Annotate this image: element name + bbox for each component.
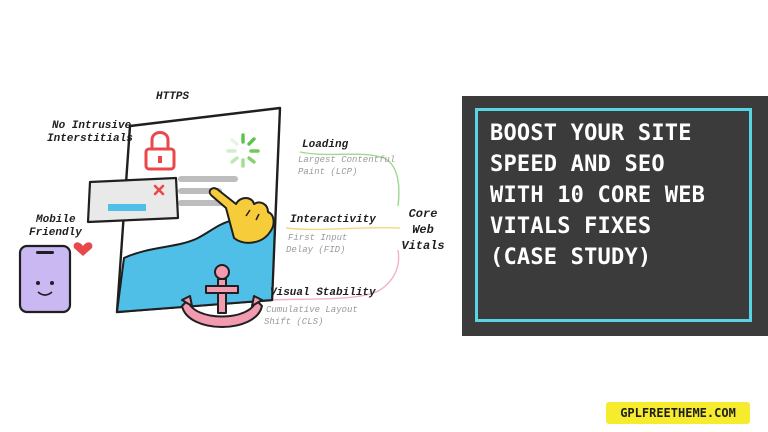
- headline-line-1: BOOST YOUR SITE: [490, 121, 692, 146]
- web-word: Web: [412, 223, 434, 237]
- fid-line1: First Input: [288, 233, 348, 243]
- webpage-card: [115, 106, 282, 314]
- stability-connector: [271, 249, 400, 301]
- anchor-icon: [181, 264, 263, 328]
- https-label: HTTPS: [156, 91, 190, 103]
- cls-line1: Cumulative Layout: [266, 305, 358, 315]
- heart-icon: [73, 242, 93, 256]
- interactivity-connector: [285, 226, 401, 231]
- loading-connector: [299, 151, 400, 207]
- core-word: Core: [408, 207, 438, 221]
- headline-panel: [462, 96, 768, 336]
- loading-spinner-icon: [226, 133, 260, 168]
- close-icon: [153, 184, 165, 196]
- headline-line-3: WITH 10 CORE WEB: [490, 183, 706, 208]
- loading-label: Loading: [302, 139, 349, 151]
- no-intrusive-label: No Intrusive: [52, 120, 132, 132]
- interactivity-label: Interactivity: [290, 214, 376, 226]
- headline-panel-border: [475, 108, 752, 322]
- core-web-vitals-illustration: [18, 106, 401, 328]
- lock-icon: [144, 131, 176, 171]
- mobile-phone-icon: [18, 244, 72, 314]
- lcp-line2: Paint (LCP): [298, 167, 358, 177]
- core-web-vitals-label: Core Web Vitals: [395, 206, 451, 254]
- mobile-label: Mobile: [36, 214, 76, 226]
- vitals-word: Vitals: [401, 239, 445, 253]
- lcp-line1: Largest Contentful: [298, 155, 396, 165]
- visual-stability-label: Visual Stability: [270, 287, 376, 299]
- interstitial-popup: [86, 176, 180, 224]
- fid-line2: Delay (FID): [286, 245, 346, 255]
- headline-title: BOOST YOUR SITE SPEED AND SEO WITH 10 CO…: [490, 118, 752, 273]
- cls-line2: Shift (CLS): [264, 317, 324, 327]
- headline-line-2: SPEED AND SEO: [490, 152, 665, 177]
- interstitials-label: Interstitials: [47, 133, 133, 145]
- friendly-label: Friendly: [29, 227, 82, 239]
- headline-line-5: (CASE STUDY): [490, 245, 652, 270]
- headline-line-4: VITALS FIXES: [490, 214, 652, 239]
- pointing-hand-icon: [208, 187, 275, 244]
- site-badge[interactable]: GPLFREETHEME.COM: [606, 402, 750, 424]
